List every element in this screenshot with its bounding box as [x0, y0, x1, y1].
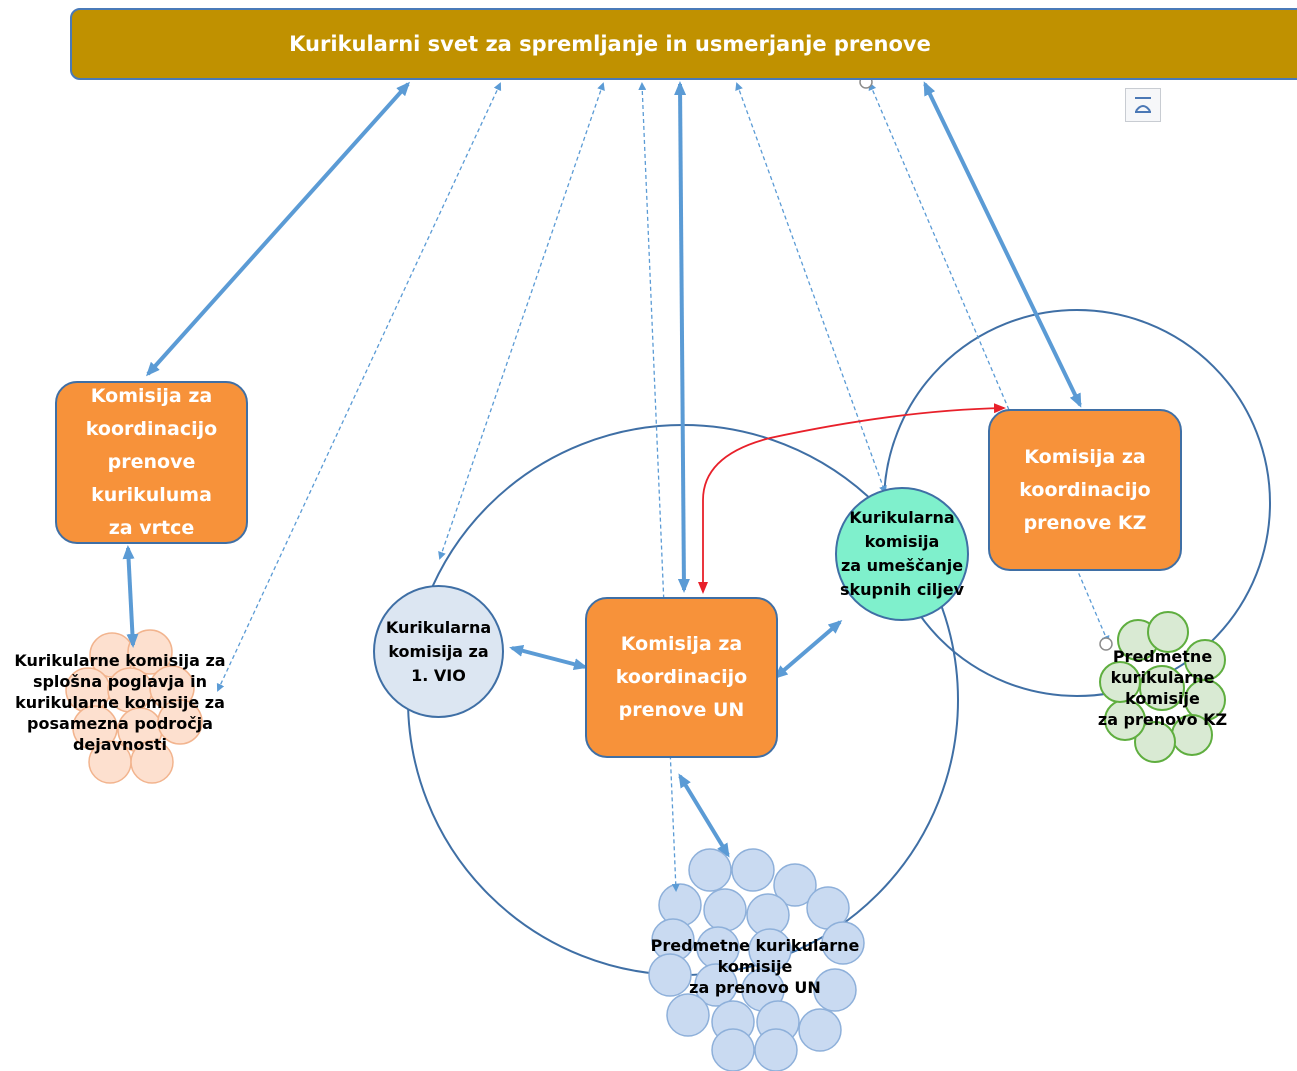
kz-commission-box: Komisija za koordinacijo prenove KZ	[988, 409, 1182, 571]
peach-bubble-cluster	[65, 629, 203, 784]
common-goals-commission-node: Kurikularna komisija za umeščanje skupni…	[835, 487, 969, 621]
layout-options-icon[interactable]	[1125, 88, 1161, 122]
kz-subject-commissions-label: Predmetne kurikularne komisije za prenov…	[1097, 647, 1228, 729]
vio-commission-node: Kurikularna komisija za 1. VIO	[373, 585, 504, 718]
subject-areas-commissions-label: Kurikularne komisija za splošna poglavja…	[14, 651, 226, 754]
vrtce-commission-box: Komisija za koordinacijo prenove kurikul…	[55, 381, 248, 544]
curricular-council-banner: Kurikularni svet za spremljanje in usmer…	[70, 8, 1297, 80]
red-connector	[698, 403, 1006, 594]
un-commission-box: Komisija za koordinacijo prenove UN	[585, 597, 778, 758]
green-bubble-cluster	[1099, 611, 1226, 763]
selection-handle[interactable]	[1099, 637, 1113, 651]
un-subject-commissions-label: Predmetne kurikularne komisije za prenov…	[650, 936, 860, 997]
blue-bubble-cluster	[648, 848, 865, 1071]
dashed-connectors	[216, 82, 1110, 892]
